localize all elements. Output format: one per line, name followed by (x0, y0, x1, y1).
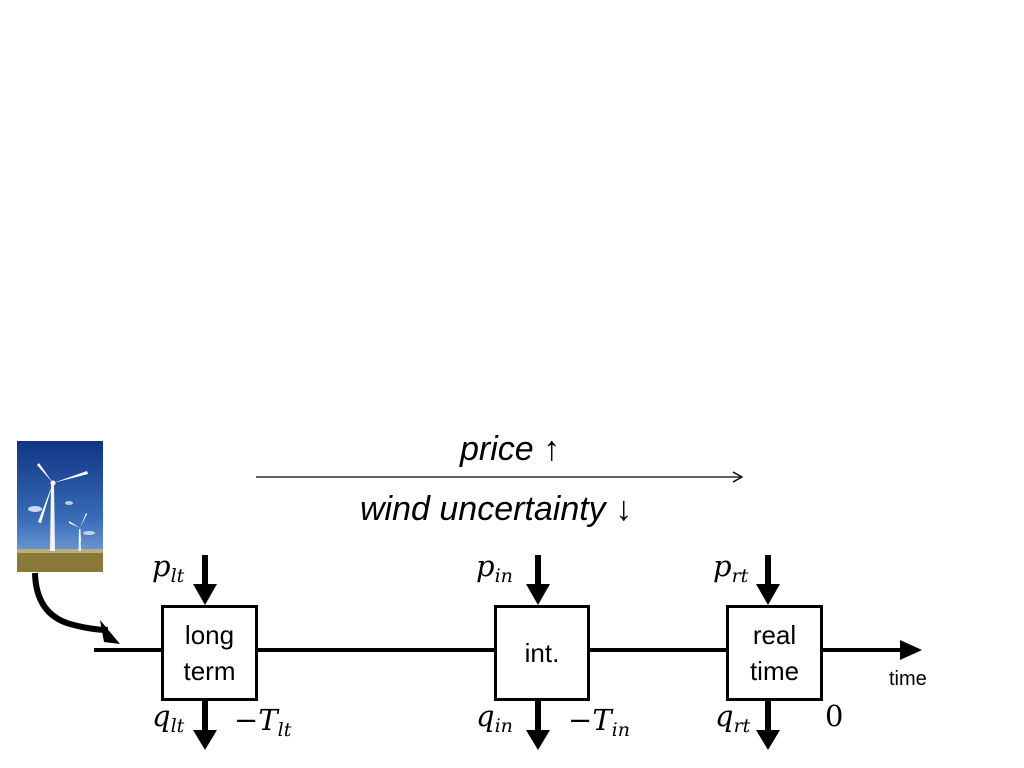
trend-arrow-head (732, 471, 744, 483)
price-label-lt: plt (152, 549, 185, 587)
market-label-line2: time (749, 656, 800, 686)
quantity-label-rt: qrt (715, 699, 751, 737)
market-label-line1: int. (524, 638, 560, 668)
market-box-real-time: real time (726, 605, 823, 701)
down-arrow-icon: ↓ (615, 490, 633, 528)
photo-curved-arrow-head (100, 620, 120, 644)
up-arrow-icon: ↑ (543, 430, 561, 468)
timeline-arrow-head (900, 640, 922, 660)
time-point-in: −Tin (568, 703, 630, 741)
market-label-line1: long (184, 620, 235, 650)
price-label-in: pin (476, 549, 513, 587)
market-box-long-term: long term (161, 605, 258, 701)
quantity-label-lt: qlt (152, 699, 185, 737)
photo-curved-arrow (32, 572, 109, 633)
trend-uncertainty-label: wind uncertainty ↓ (360, 490, 632, 528)
price-label-rt: prt (713, 549, 749, 587)
time-point-lt: −Tlt (234, 703, 292, 741)
trend-price-word: price (460, 430, 534, 468)
market-label-line1: real (752, 620, 797, 650)
wind-turbine-photo (17, 441, 103, 572)
trend-uncertainty-word: wind uncertainty (360, 490, 606, 528)
quantity-label-in: qin (476, 699, 513, 737)
market-label-line2: term (183, 656, 236, 686)
market-box-intraday: int. (494, 605, 590, 701)
trend-price-label: price ↑ (460, 430, 560, 468)
time-point-rt: 0 (825, 699, 844, 733)
wind-turbine-icon (17, 441, 103, 572)
time-axis-label: time (889, 668, 927, 690)
